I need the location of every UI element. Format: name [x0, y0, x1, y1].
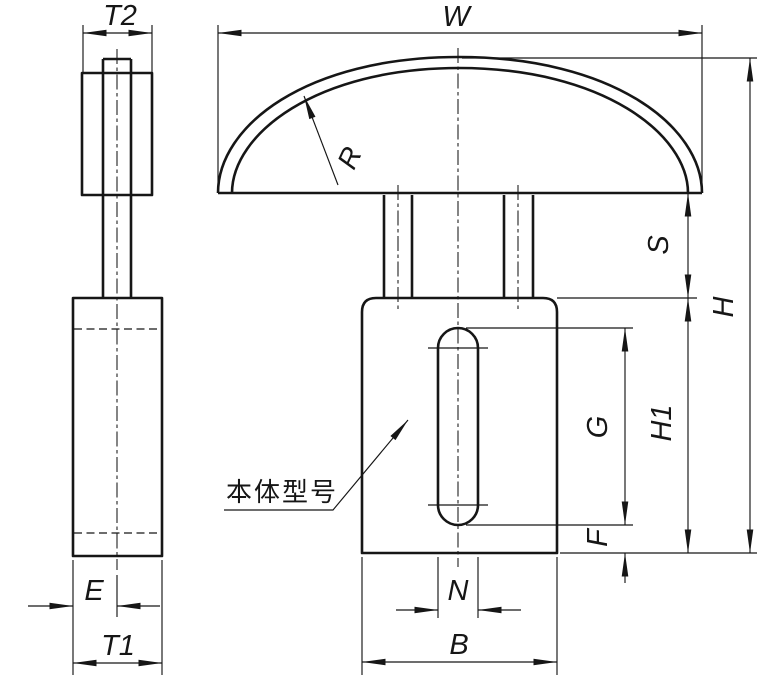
e-label: E [84, 575, 104, 607]
dimension-e: E [28, 560, 160, 675]
t2-label: T2 [103, 0, 137, 32]
s-label: S [643, 235, 675, 255]
f-label: F [582, 527, 614, 547]
side-handle-section-outline [80, 71, 154, 197]
front-view: W R S H H1 G [216, 1, 757, 675]
t2-extension-lines [82, 25, 153, 72]
w-extension-lines [217, 25, 703, 188]
dimension-f: F [582, 527, 629, 583]
t1-label: T1 [101, 630, 135, 662]
callout-body-model: 本体型号 [224, 419, 409, 511]
handle-inner-curve [230, 66, 690, 194]
h1-label: H1 [646, 404, 678, 441]
dimension-b: B [361, 557, 558, 675]
g-label: G [582, 416, 614, 439]
r-leader-line [303, 95, 339, 186]
b-extension-lines [361, 557, 558, 675]
dimension-h1: H1 [557, 297, 757, 554]
handle-outer-curve [216, 55, 704, 194]
dimension-n: N [396, 557, 521, 618]
body-model-label: 本体型号 [226, 478, 338, 508]
n-label: N [448, 575, 469, 607]
dimension-t1: T1 [73, 560, 163, 675]
b-label: B [449, 629, 468, 661]
side-body-outline [71, 296, 164, 558]
e-extension-lines [72, 560, 118, 675]
w-label: W [442, 1, 472, 33]
stud-outlines [382, 195, 535, 298]
side-view: T2 E T1 [28, 0, 164, 675]
g-extension-lines [466, 327, 633, 526]
callout-leader-line [224, 419, 409, 511]
dimension-r: R [303, 95, 368, 186]
slot-arc-center-ticks [428, 347, 488, 506]
dimension-s: S [643, 193, 692, 298]
dimension-w: W [217, 1, 703, 188]
h1-extension-lines [557, 297, 757, 554]
body-outline [360, 296, 559, 555]
dimension-t2: T2 [82, 0, 153, 72]
stud-centerlines [397, 185, 519, 310]
dimension-h: H [462, 57, 757, 553]
h-label: H [708, 296, 740, 317]
r-label: R [331, 142, 368, 173]
dimension-g: G [466, 327, 633, 526]
side-hidden-slot-lines [74, 328, 161, 534]
